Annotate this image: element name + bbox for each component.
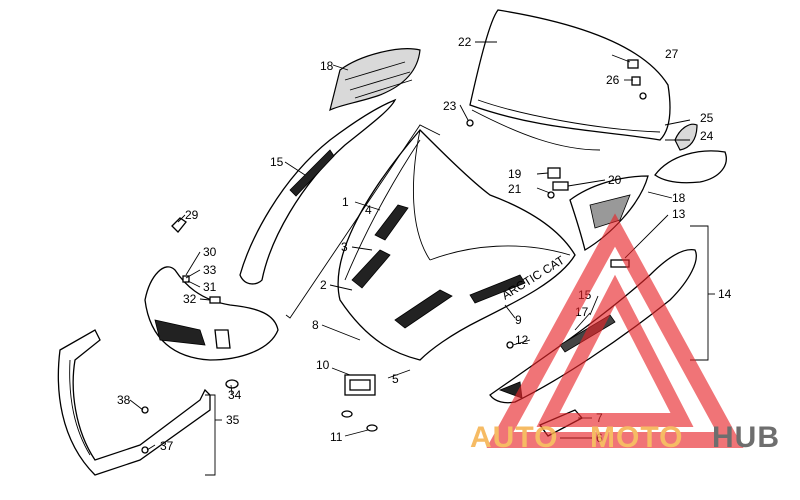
callout-33: 33 xyxy=(203,263,217,277)
callout-24: 24 xyxy=(700,129,714,143)
callout-23: 23 xyxy=(443,99,457,113)
hood: ARCTIC CAT xyxy=(337,129,576,361)
mirror xyxy=(654,123,727,184)
callout-32: 32 xyxy=(183,292,197,306)
side-trim-left xyxy=(239,98,397,285)
callout-29: 29 xyxy=(185,208,199,222)
callout-35: 35 xyxy=(226,413,240,427)
callout-8: 8 xyxy=(312,318,319,332)
callout-31: 31 xyxy=(203,280,217,294)
side-panel-right xyxy=(569,175,649,252)
callout-3: 3 xyxy=(341,240,348,254)
watermark-triangle xyxy=(486,213,744,448)
callout-18-right: 18 xyxy=(672,191,686,205)
callout-20: 20 xyxy=(608,173,622,187)
callout-10: 10 xyxy=(316,358,330,372)
callout-18-top: 18 xyxy=(320,59,334,73)
hinge-bracket xyxy=(341,374,378,432)
callout-34: 34 xyxy=(228,388,242,402)
watermark: AUTO MOTO HUB xyxy=(470,213,780,454)
callout-21: 21 xyxy=(508,182,522,196)
callout-1: 1 xyxy=(342,195,349,209)
nose-piece xyxy=(144,266,279,361)
windshield xyxy=(469,9,671,151)
callout-19: 19 xyxy=(508,167,522,181)
watermark-hub: HUB xyxy=(712,421,780,454)
callout-22: 22 xyxy=(458,35,472,49)
callout-25: 25 xyxy=(700,111,714,125)
callout-11: 11 xyxy=(330,430,343,444)
callout-9: 9 xyxy=(515,313,522,327)
windshield-fasteners xyxy=(627,59,647,100)
callout-38: 38 xyxy=(117,393,131,407)
callout-14: 14 xyxy=(718,287,732,301)
callout-13: 13 xyxy=(672,207,686,221)
callout-15-left: 15 xyxy=(270,155,284,169)
watermark-moto: MOTO xyxy=(590,421,683,454)
callout-27: 27 xyxy=(665,47,679,61)
callout-4: 4 xyxy=(365,203,372,217)
callout-30: 30 xyxy=(203,245,217,259)
callout-12: 12 xyxy=(515,333,529,347)
callout-2: 2 xyxy=(320,278,327,292)
callout-37: 37 xyxy=(160,439,174,453)
callout-26: 26 xyxy=(606,73,620,87)
front-bumper xyxy=(57,329,211,476)
watermark-auto: AUTO xyxy=(470,421,558,454)
bracket-upper xyxy=(329,48,421,112)
callout-5: 5 xyxy=(392,372,399,386)
